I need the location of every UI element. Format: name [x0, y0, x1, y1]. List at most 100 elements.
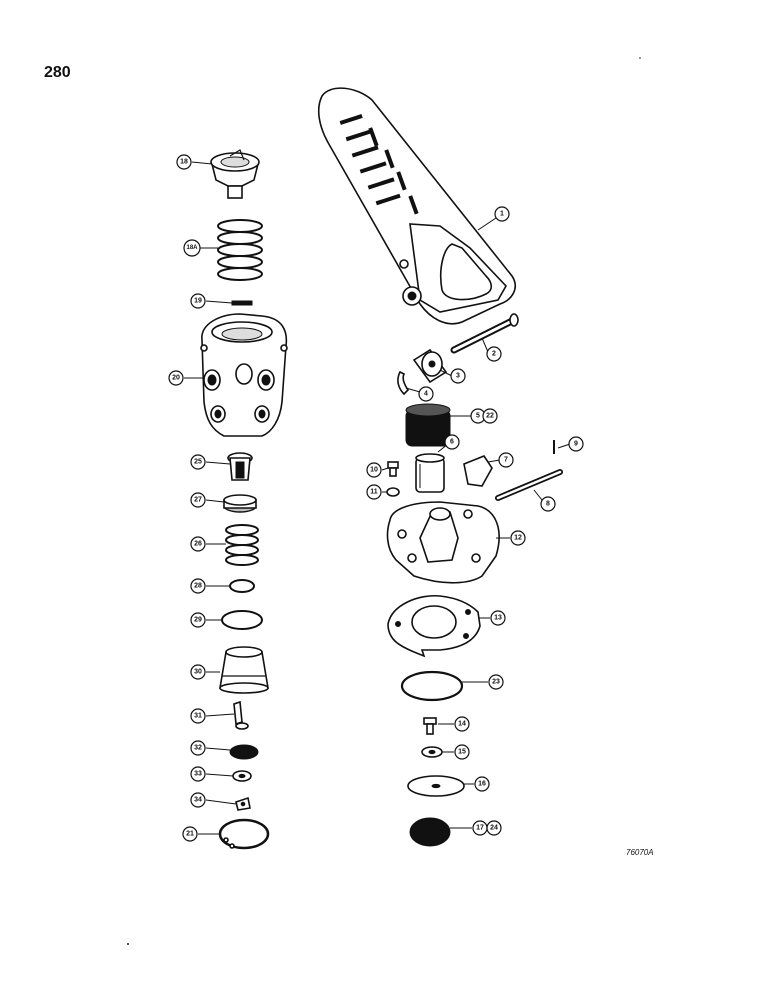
spring-18a-part: [217, 219, 263, 281]
speck: [639, 57, 641, 59]
callout-21: 21: [182, 826, 198, 842]
callout-26: 26: [190, 536, 206, 552]
svg-text:12: 12: [514, 535, 522, 542]
snap-ring-part: [218, 818, 270, 850]
mounting-plate-part: [386, 501, 500, 584]
callout-29: 29: [190, 612, 206, 628]
callout-7: 7: [498, 452, 514, 468]
callout-10: 10: [366, 462, 382, 478]
callout-8: 8: [540, 496, 556, 512]
callout-1: 1: [494, 206, 510, 222]
callout-15: 15: [454, 744, 470, 760]
callout-23: 23: [488, 674, 504, 690]
svg-text:20: 20: [172, 375, 180, 382]
callout-14: 14: [454, 716, 470, 732]
svg-text:19: 19: [194, 298, 202, 305]
cam-part: [463, 455, 493, 487]
svg-text:23: 23: [492, 679, 500, 686]
leader-lines: [184, 161, 571, 835]
pedal-part: [317, 87, 516, 325]
svg-text:15: 15: [458, 749, 466, 756]
callout-25: 25: [190, 454, 206, 470]
rubber-disc-part: [409, 817, 451, 847]
retainer-clip-part: [235, 796, 251, 811]
callout-24: 24: [486, 820, 502, 836]
svg-text:33: 33: [194, 771, 202, 778]
svg-text:17: 17: [476, 825, 484, 832]
callout-19: 19: [190, 293, 206, 309]
valve-body-part: [200, 313, 288, 437]
callout-33: 33: [190, 766, 206, 782]
rubber-disc-32-part: [229, 744, 259, 760]
cotter-pin-part: [397, 370, 410, 396]
callout-11: 11: [366, 484, 382, 500]
svg-text:30: 30: [194, 669, 202, 676]
o-ring-29-part: [221, 610, 263, 630]
page-number: 280: [44, 64, 71, 81]
o-ring-28-part: [229, 579, 255, 593]
svg-text:25: 25: [194, 459, 202, 466]
svg-text:22: 22: [486, 413, 494, 420]
svg-text:2: 2: [492, 351, 496, 358]
spring-26-part: [225, 524, 259, 566]
svg-text:3: 3: [456, 373, 460, 380]
svg-text:1: 1: [500, 211, 504, 218]
boot-part: [405, 403, 451, 447]
washer-11-part: [386, 487, 400, 497]
svg-text:9: 9: [574, 441, 578, 448]
callout-34: 34: [190, 792, 206, 808]
callout-18a: 18A: [183, 239, 201, 257]
o-ring-23-part: [400, 670, 464, 702]
speck: [127, 943, 129, 945]
svg-text:26: 26: [194, 541, 202, 548]
screw-10-part: [387, 461, 399, 477]
svg-text:10: 10: [370, 467, 378, 474]
ring-27-part: [223, 494, 257, 513]
svg-text:11: 11: [370, 489, 378, 496]
valve-seat-part: [227, 452, 253, 481]
svg-text:13: 13: [494, 615, 502, 622]
svg-text:28: 28: [194, 583, 202, 590]
callout-9: 9: [568, 436, 584, 452]
washer-15-part: [421, 746, 443, 758]
callout-3: 3: [450, 368, 466, 384]
svg-text:4: 4: [424, 391, 428, 398]
retainer-cap-part: [210, 149, 260, 199]
callout-6: 6: [444, 434, 460, 450]
roll-pin-part: [231, 300, 253, 306]
callout-20: 20: [168, 370, 184, 386]
callout-31: 31: [190, 708, 206, 724]
bolt-14-part: [423, 717, 437, 735]
svg-text:16: 16: [478, 781, 486, 788]
callout-32: 32: [190, 740, 206, 756]
callout-2: 2: [486, 346, 502, 362]
figure-id: 76070A: [626, 848, 654, 857]
plunger-part: [415, 453, 445, 493]
stem-31-part: [233, 700, 249, 730]
svg-text:6: 6: [450, 439, 454, 446]
callout-13: 13: [490, 610, 506, 626]
svg-text:18: 18: [180, 159, 188, 166]
callout-12: 12: [510, 530, 526, 546]
callout-17: 17: [472, 820, 488, 836]
svg-text:7: 7: [504, 457, 508, 464]
callout-22: 22: [482, 408, 498, 424]
svg-text:14: 14: [458, 721, 466, 728]
disc-16-part: [407, 775, 465, 797]
svg-text:18A: 18A: [186, 245, 198, 251]
washer-33-part: [232, 770, 252, 782]
callout-4: 4: [418, 386, 434, 402]
callout-18: 18: [176, 154, 192, 170]
svg-text:27: 27: [194, 497, 202, 504]
svg-text:29: 29: [194, 617, 202, 624]
svg-text:34: 34: [194, 797, 202, 804]
svg-text:32: 32: [194, 745, 202, 752]
svg-text:8: 8: [546, 501, 550, 508]
lever-pin-part: [495, 469, 563, 501]
svg-text:5: 5: [476, 413, 480, 420]
roller-part: [412, 348, 448, 384]
svg-text:21: 21: [186, 831, 194, 838]
gasket-part: [387, 594, 481, 658]
pedal-pin-part: [450, 313, 519, 354]
